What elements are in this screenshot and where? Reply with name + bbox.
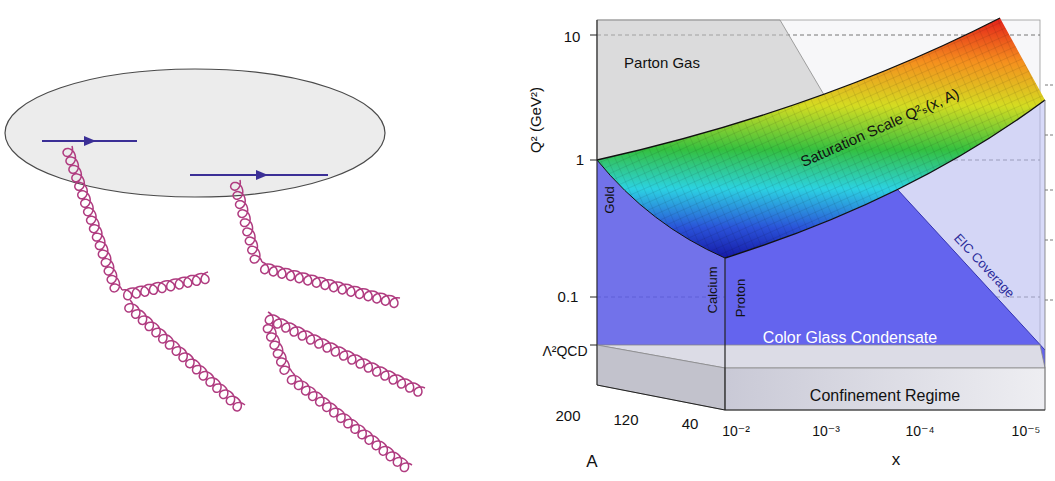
gluon-group xyxy=(63,146,425,472)
a-axis-line xyxy=(597,385,725,410)
tick-gridline xyxy=(1045,240,1055,241)
tick-label: 200 xyxy=(555,408,580,425)
x-axis-line xyxy=(725,410,1045,411)
tick-label: 10⁻² xyxy=(722,424,750,439)
quark-arrow xyxy=(256,170,268,180)
region-label: Confinement Regime xyxy=(810,387,960,405)
axis-frame xyxy=(1045,100,1046,410)
tick-label: 10⁻³ xyxy=(812,424,840,439)
slab-front-face xyxy=(725,368,1045,410)
axis-title: Q² (GeV²) xyxy=(528,87,545,153)
region-label: Parton Gas xyxy=(624,55,700,72)
region-label: Color Glass Condensate xyxy=(763,329,937,347)
tick-gridline xyxy=(1045,190,1055,191)
surface-side-edge xyxy=(597,160,725,258)
tick-mark xyxy=(590,35,597,36)
quark-arrow xyxy=(84,136,96,146)
gluon-coil xyxy=(261,262,400,307)
nucleus-label: Calcium xyxy=(706,267,720,314)
tick-label: 10 xyxy=(564,29,581,46)
tick-label: 40 xyxy=(682,416,699,433)
tick-mark xyxy=(590,160,597,161)
nucleus-label: Proton xyxy=(734,279,748,317)
tick-gridline xyxy=(1045,85,1055,86)
saturation-surface xyxy=(597,18,1045,258)
tick-label: 10⁻⁵ xyxy=(1012,424,1041,439)
axis-title: x xyxy=(892,451,901,470)
gluon-coil xyxy=(231,180,262,263)
tick-label: 1 xyxy=(576,152,584,169)
gluon-coil xyxy=(287,372,412,472)
tick-mark xyxy=(590,297,597,298)
gold-curve xyxy=(597,18,1000,160)
tick-label: Λ²QCD xyxy=(542,344,587,359)
axis-frame xyxy=(724,258,725,410)
gluon-coil xyxy=(63,146,122,292)
tick-gridline xyxy=(1045,300,1055,301)
hadron-ellipse xyxy=(5,69,385,197)
tick-label: 10⁻⁴ xyxy=(906,424,935,439)
tick-gridline xyxy=(1045,135,1055,136)
gluon-coil xyxy=(125,300,245,411)
nucleus-label: Gold xyxy=(603,186,617,213)
tick-mark xyxy=(590,345,597,346)
gluon-coil xyxy=(263,322,292,374)
gluon-coil xyxy=(122,272,209,300)
axis-title: A xyxy=(586,453,597,472)
tick-label: 0.1 xyxy=(558,289,579,306)
axis-frame xyxy=(597,20,598,385)
tick-label: 120 xyxy=(613,412,638,429)
slab-side-face xyxy=(597,345,725,410)
eic-boundary xyxy=(898,190,1046,351)
surface-mesh xyxy=(597,18,1045,258)
